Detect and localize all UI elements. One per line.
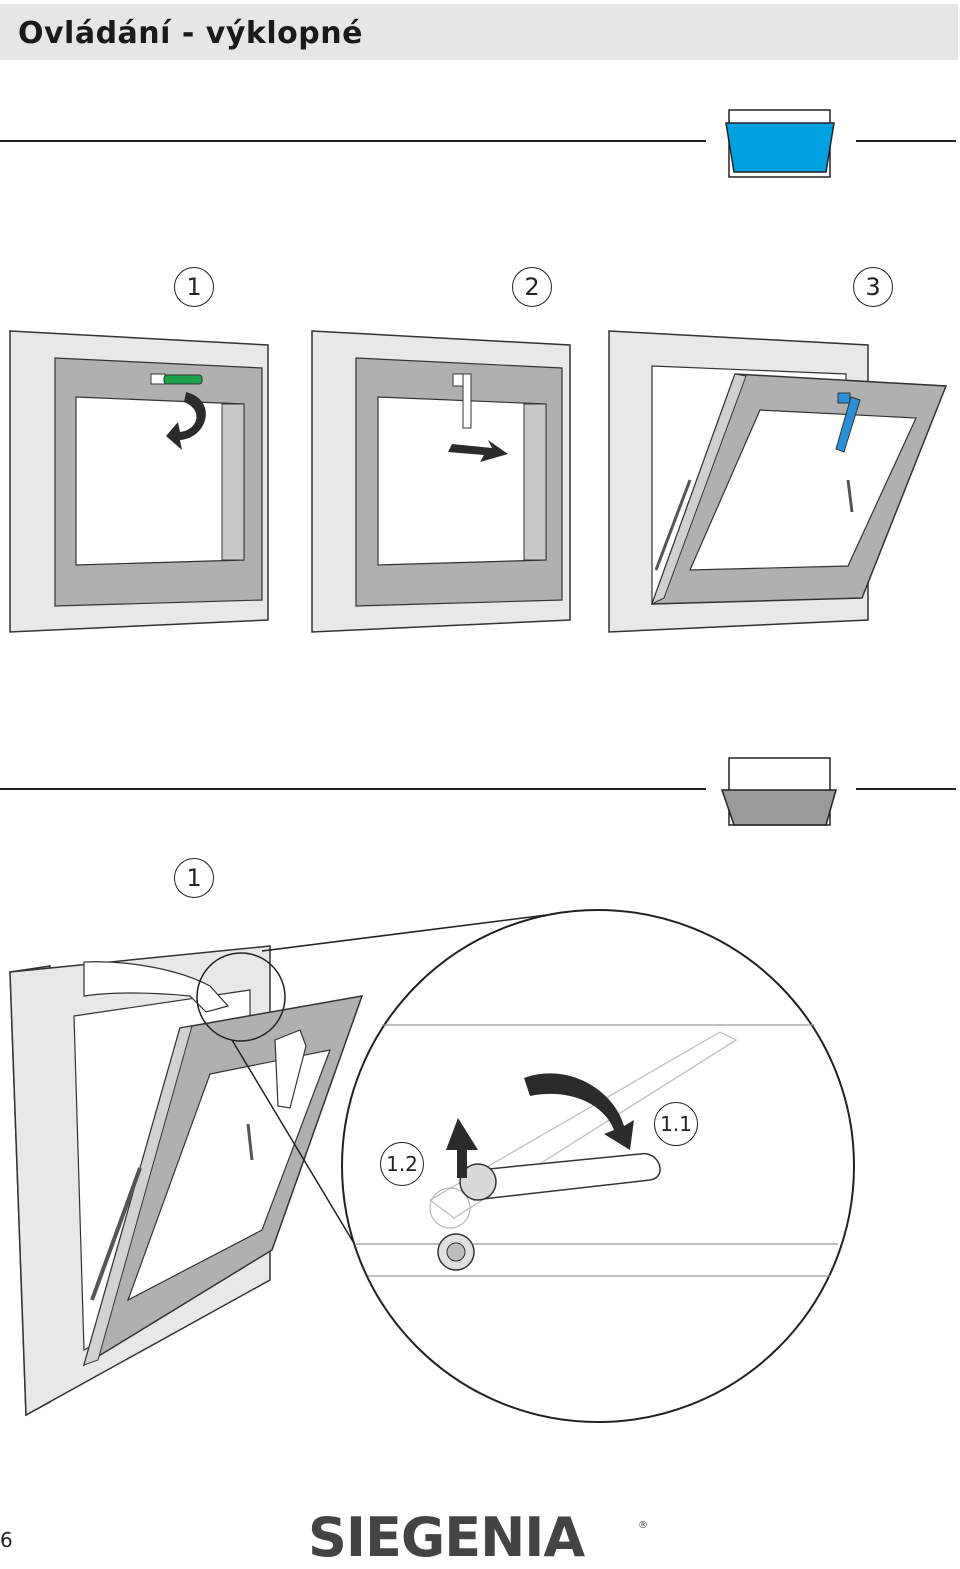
detail-magnifier [341, 909, 855, 1423]
brand-logo: SIEGENIA [308, 1506, 585, 1569]
page-title: Ovládání - výklopné [18, 16, 363, 51]
tilt-close-icon [720, 757, 837, 826]
step-2-label: 2 [512, 267, 552, 307]
brand-registered-mark: ® [638, 1520, 648, 1531]
callout-1-1: 1.1 [654, 1102, 698, 1146]
window-step-2 [311, 330, 571, 633]
callout-1-2: 1.2 [380, 1142, 424, 1186]
window-step-3 [608, 330, 948, 633]
step-1-label-section-2: 1 [174, 858, 214, 898]
window-large [9, 910, 579, 1417]
window-step-1 [9, 330, 269, 633]
tilt-close-icon-sash [720, 789, 837, 826]
tilt-open-icon-sash [725, 122, 835, 173]
page-number: 6 [0, 1528, 13, 1552]
step-3-label: 3 [853, 267, 893, 307]
title-bar: Ovládání - výklopné [0, 4, 958, 60]
step-1-label: 1 [174, 267, 214, 307]
tilt-open-icon [725, 109, 835, 178]
